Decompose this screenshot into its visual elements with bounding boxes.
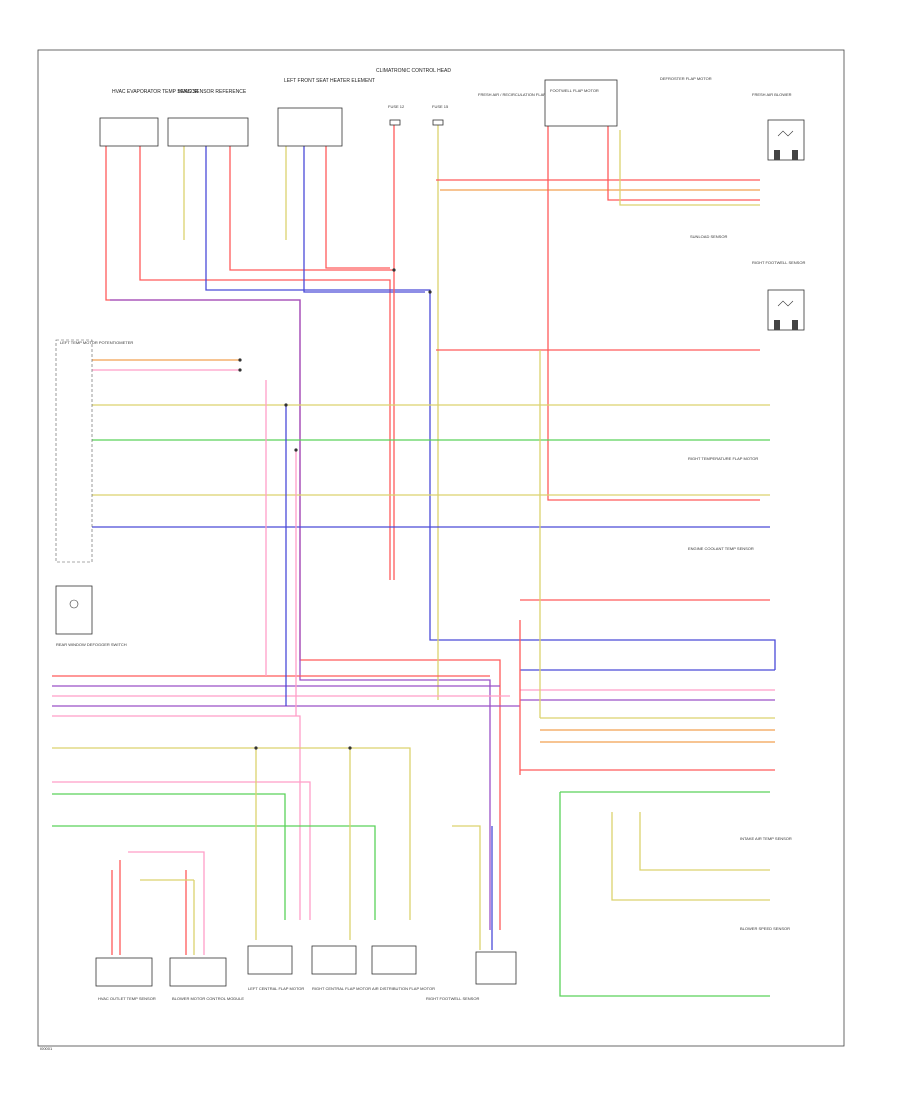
component-label-top-6: FOOTWELL FLAP MOTOR [550, 88, 599, 93]
wire-junction-2 [392, 268, 396, 272]
page-code: I00001 [40, 1046, 53, 1051]
wire-yellow-36 [52, 747, 411, 920]
component-bot-6: RIGHT FOOTWELL SENSOR [426, 951, 517, 1001]
wire-junction-7 [254, 746, 258, 750]
wire-junction-3 [428, 290, 432, 294]
component-top-5: FRESH AIR / RECIRCULATION FLAP MOTOR [478, 92, 562, 97]
component-label-top-5: FRESH AIR / RECIRCULATION FLAP MOTOR [478, 92, 562, 97]
component-top-7: DEFROSTER FLAP MOTOR [660, 76, 712, 81]
component-label-top-3: LEFT FRONT SEAT HEATER ELEMENT [284, 78, 375, 84]
wire-green-39 [52, 825, 376, 920]
wire-yellow-52 [452, 825, 481, 950]
component-label-bot-1: HVAC OUTLET TEMP SENSOR [98, 996, 156, 1001]
wire-red-1 [139, 146, 391, 580]
wire-blue-3 [205, 146, 776, 670]
wire-yellow-43 [611, 812, 770, 901]
component-label-r-7: BLOWER SPEED SENSOR [740, 926, 790, 931]
component-bot-1: HVAC OUTLET TEMP SENSOR [95, 957, 156, 1001]
wire-green-41 [559, 792, 770, 997]
wire-layer [52, 125, 776, 997]
fuse-1: FUSE 12 [388, 104, 405, 126]
wire-blue-6 [303, 146, 425, 293]
wire-violet-8 [110, 299, 491, 930]
wire-junction-5 [294, 448, 298, 452]
wire-red-7 [325, 146, 390, 269]
component-top-1: HVAC EVAPORATOR TEMP SENSOR [99, 89, 199, 147]
component-label-bot-2: BLOWER MOTOR CONTROL MODULE [172, 996, 244, 1001]
wire-green-38 [52, 793, 286, 920]
fuse-2: FUSE 15 [432, 104, 449, 126]
diagram-frame [37, 49, 845, 1047]
wire-pink-46 [128, 851, 205, 955]
wire-yellow-42 [639, 812, 770, 871]
component-top-6: FOOTWELL FLAP MOTOR [544, 79, 618, 127]
connector-icon-r2 [767, 289, 805, 331]
wire-red-14 [547, 126, 760, 501]
wire-junction-6 [348, 746, 352, 750]
component-label-r-1: FRESH AIR BLOWER [752, 92, 792, 97]
component-label-r-6: INTAKE AIR TEMP SENSOR [740, 836, 792, 841]
connector-icon-r1 [767, 119, 805, 161]
component-label-ctrl-left: LEFT TEMP MOTOR POTENTIOMETER [60, 340, 133, 345]
fuse-label-1: FUSE 12 [388, 104, 405, 109]
wire-yellow-16 [619, 130, 760, 206]
component-label-sw-left: REAR WINDOW DEFOGGER SWITCH [56, 642, 127, 647]
component-label-top-7: DEFROSTER FLAP MOTOR [660, 76, 712, 81]
component-top-2: HVAC SENSOR REFERENCE [167, 89, 249, 147]
component-label-r-3: SUNLOAD SENSOR [690, 234, 727, 239]
wire-pink-37 [52, 781, 311, 920]
fuse-label-2: FUSE 15 [432, 104, 449, 109]
left-control-panel [55, 339, 93, 563]
component-bot-3: LEFT CENTRAL FLAP MOTOR [247, 945, 304, 991]
wire-red-0 [105, 146, 501, 930]
component-top-3: LEFT FRONT SEAT HEATER ELEMENT [277, 78, 375, 147]
component-bot-2: BLOWER MOTOR CONTROL MODULE [169, 957, 244, 1001]
component-bot-5: AIR DISTRIBUTION FLAP MOTOR [371, 945, 435, 991]
component-label-r-4: RIGHT TEMPERATURE FLAP MOTOR [688, 456, 758, 461]
component-label-bot-4: RIGHT CENTRAL FLAP MOTOR [312, 986, 371, 991]
component-label-top-2: HVAC SENSOR REFERENCE [178, 89, 247, 95]
component-label-r-2: RIGHT FOOTWELL SENSOR [752, 260, 805, 265]
wire-junction-1 [238, 368, 242, 372]
component-bot-4: RIGHT CENTRAL FLAP MOTOR [311, 945, 371, 991]
wire-junction-4 [284, 403, 288, 407]
component-label-r-5: ENGINE COOLANT TEMP SENSOR [688, 546, 754, 551]
component-top-4: CLIMATRONIC CONTROL HEAD [376, 68, 451, 74]
component-label-top-1: HVAC EVAPORATOR TEMP SENSOR [112, 89, 199, 95]
component-label-top-4: CLIMATRONIC CONTROL HEAD [376, 68, 451, 74]
component-sw-left: REAR WINDOW DEFOGGER SWITCH [55, 585, 127, 647]
wire-pink-35 [52, 715, 301, 920]
wire-junction-0 [238, 358, 242, 362]
component-label-bot-6: RIGHT FOOTWELL SENSOR [426, 996, 479, 1001]
wire-red-4 [229, 146, 395, 271]
component-label-bot-5: AIR DISTRIBUTION FLAP MOTOR [372, 986, 435, 991]
wire-red-15 [607, 126, 760, 201]
component-label-bot-3: LEFT CENTRAL FLAP MOTOR [248, 986, 304, 991]
